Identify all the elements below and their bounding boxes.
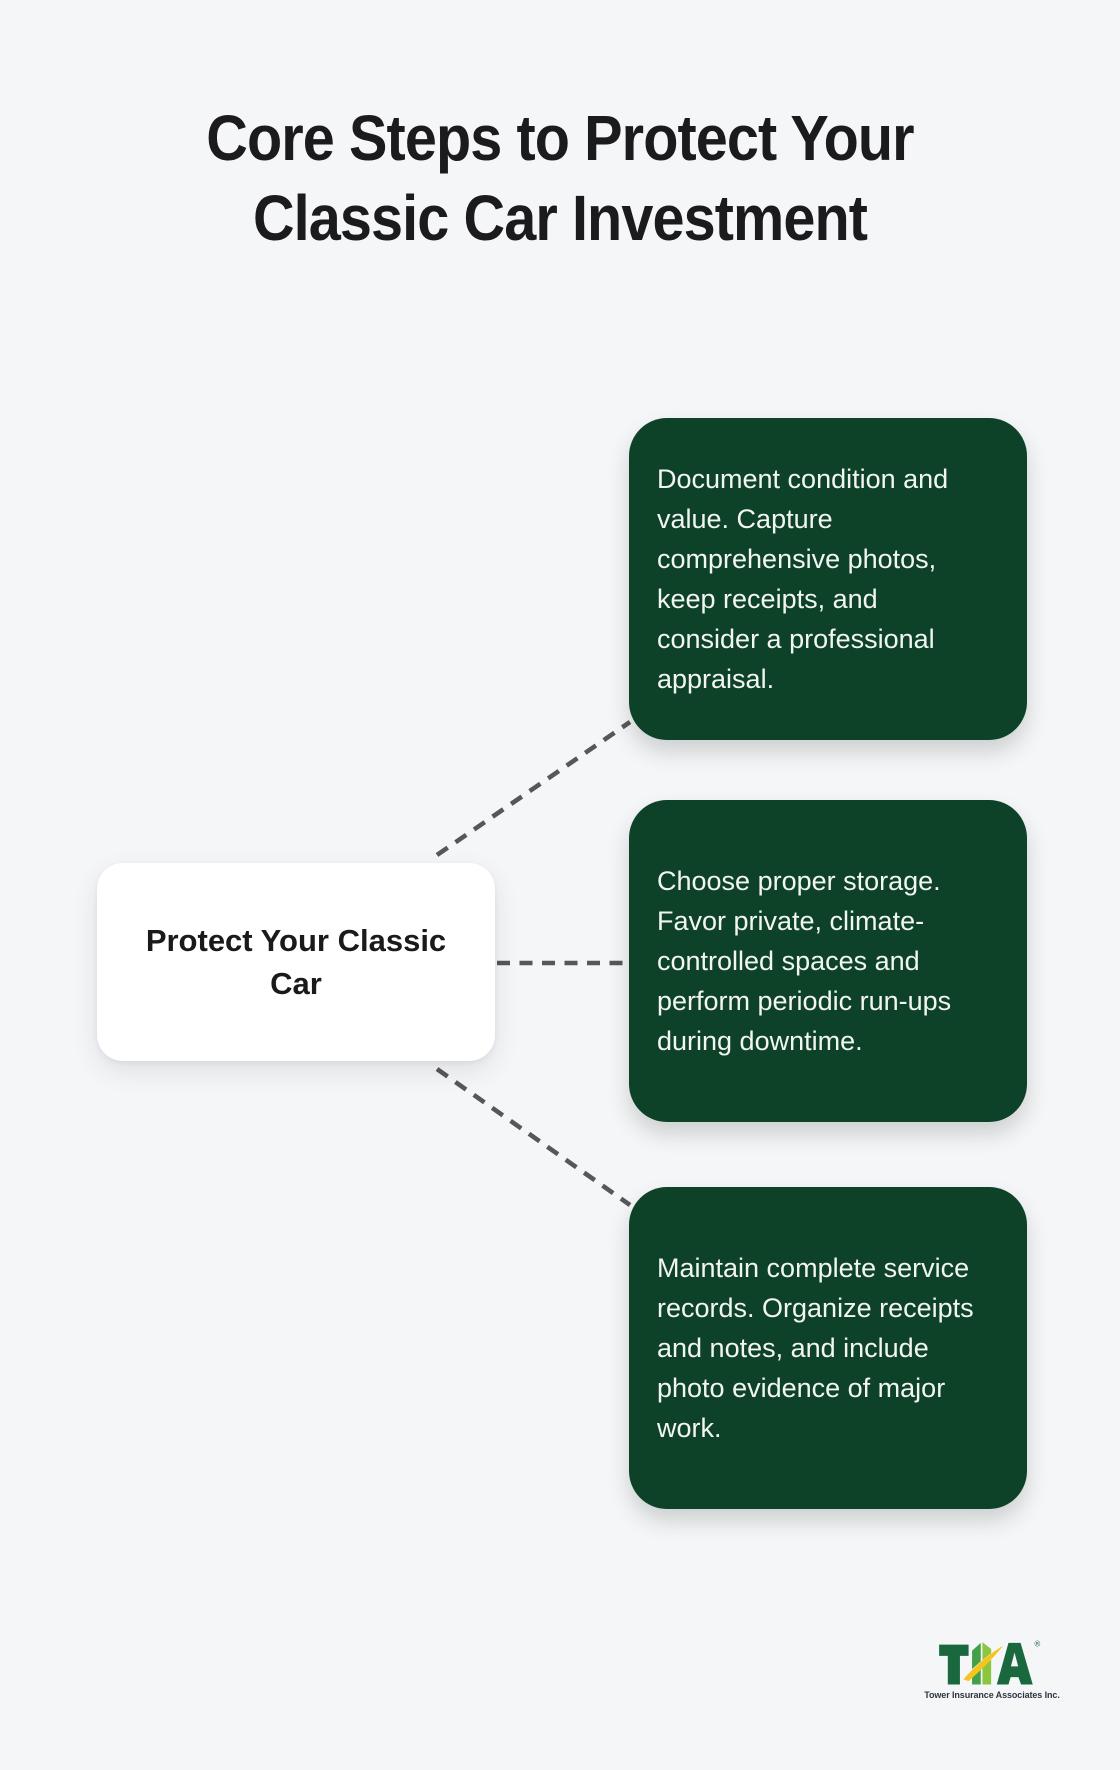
logo-letter-a <box>996 1642 1033 1685</box>
tia-logo-icon: ® <box>939 1639 1040 1685</box>
registered-mark: ® <box>1034 1639 1040 1648</box>
step-card-service-records: Maintain complete service records. Organ… <box>629 1187 1027 1509</box>
brand-logo: ® Tower Insurance Associates Inc. <box>917 1636 1067 1700</box>
step-card-choose-storage: Choose proper storage. Favor private, cl… <box>629 800 1027 1122</box>
step-text: Maintain complete service records. Organ… <box>657 1253 974 1443</box>
logo-swoosh-icon <box>963 1645 1004 1682</box>
center-node-label: Protect Your Classic Car <box>145 923 447 1001</box>
connector-line-top <box>435 720 632 857</box>
step-text: Document condition and value. Capture co… <box>657 464 949 694</box>
logo-company-name: Tower Insurance Associates Inc. <box>924 1690 1060 1700</box>
step-text: Choose proper storage. Favor private, cl… <box>657 866 952 1056</box>
connector-line-bottom <box>435 1067 632 1207</box>
page-title: Core Steps to Protect Your Classic Car I… <box>206 102 914 254</box>
center-node: Protect Your Classic Car <box>97 863 495 1061</box>
logo-letter-t <box>939 1644 969 1685</box>
step-card-document-condition: Document condition and value. Capture co… <box>629 418 1027 740</box>
